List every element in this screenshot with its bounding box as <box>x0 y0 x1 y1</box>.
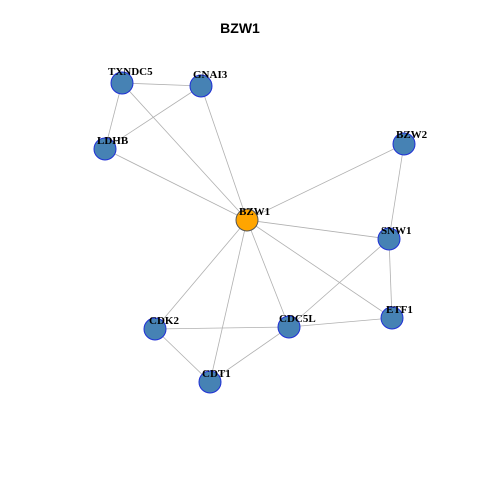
edge-bzw1-snw1 <box>246 219 390 240</box>
node-bzw2: BZW2 <box>392 129 428 156</box>
node-ldhb: LDHB <box>93 135 129 161</box>
node-circle-etf1 <box>380 306 404 330</box>
node-label-etf1: ETF1 <box>386 304 413 316</box>
edge-bzw1-etf1 <box>246 219 393 319</box>
figure-title: BZW1 <box>220 20 260 36</box>
node-snw1: SNW1 <box>377 225 412 251</box>
edge-bzw2-snw1 <box>388 143 405 240</box>
node-txndc5: TXNDC5 <box>108 66 153 95</box>
node-bzw1: BZW1 <box>235 206 270 232</box>
node-label-ldhb: LDHB <box>97 135 129 147</box>
node-cdt1: CDT1 <box>198 368 231 394</box>
node-label-gnai3: GNAI3 <box>193 69 228 81</box>
node-circle-cdt1 <box>198 370 222 394</box>
edge-txndc5-gnai3 <box>121 82 202 87</box>
edge-cdk2-cdt1 <box>154 328 211 383</box>
node-label-bzw1: BZW1 <box>239 206 270 218</box>
edge-cdt1-cdc5l <box>209 326 290 383</box>
node-circle-bzw2 <box>392 132 416 156</box>
node-circle-ldhb <box>93 137 117 161</box>
node-label-txndc5: TXNDC5 <box>108 66 153 78</box>
node-circle-txndc5 <box>110 71 134 95</box>
edge-cdk2-cdc5l <box>154 326 290 330</box>
node-label-cdc5l: CDC5L <box>279 313 316 325</box>
node-label-cdk2: CDK2 <box>149 315 179 327</box>
node-cdk2: CDK2 <box>143 315 179 341</box>
edge-layer <box>104 82 405 383</box>
node-circle-bzw1 <box>235 208 259 232</box>
edge-snw1-etf1 <box>388 238 393 319</box>
edge-bzw1-cdt1 <box>209 219 248 383</box>
node-gnai3: GNAI3 <box>189 69 228 98</box>
node-circle-gnai3 <box>189 74 213 98</box>
node-circle-snw1 <box>377 227 401 251</box>
node-circle-cdc5l <box>277 315 301 339</box>
edge-gnai3-ldhb <box>104 85 202 150</box>
edge-txndc5-bzw1 <box>121 82 248 221</box>
edge-snw1-cdc5l <box>288 238 390 328</box>
node-cdc5l: CDC5L <box>277 313 316 339</box>
node-label-bzw2: BZW2 <box>396 129 428 141</box>
edge-cdc5l-etf1 <box>288 317 393 328</box>
edge-bzw1-cdc5l <box>246 219 290 328</box>
edge-bzw2-bzw1 <box>246 143 405 221</box>
node-label-cdt1: CDT1 <box>202 368 231 380</box>
node-etf1: ETF1 <box>380 304 413 330</box>
node-circle-cdk2 <box>143 317 167 341</box>
edge-gnai3-bzw1 <box>200 85 248 221</box>
edge-bzw1-cdk2 <box>154 219 248 330</box>
edge-ldhb-bzw1 <box>104 148 248 221</box>
node-label-snw1: SNW1 <box>381 225 412 237</box>
